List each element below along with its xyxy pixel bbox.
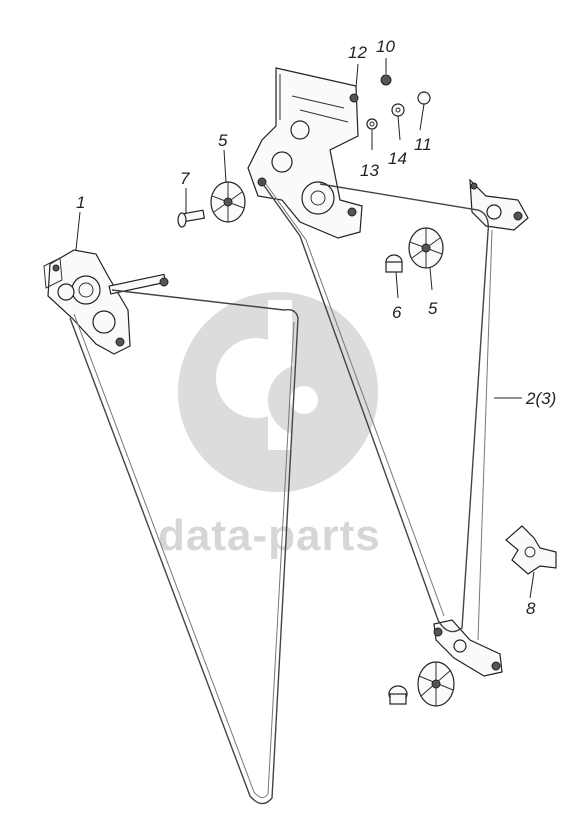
nut-10 <box>380 74 392 86</box>
hardware-set <box>355 58 431 150</box>
bolt-7 <box>177 209 206 228</box>
callout-13: 13 <box>360 161 379 180</box>
callout-10: 10 <box>376 37 395 56</box>
callout-1: 1 <box>76 193 85 212</box>
nut-11 <box>417 91 431 105</box>
upper-right-cable-bracket <box>469 178 529 231</box>
callout-labels: 1 2(3) 5 5 6 7 8 10 11 12 13 14 <box>76 37 556 618</box>
leader-lines <box>75 149 535 599</box>
bushing-lower <box>388 685 408 705</box>
pulley-lower <box>417 661 455 707</box>
bushing-6 <box>385 254 403 273</box>
callout-5-upper-left: 5 <box>218 131 228 150</box>
regulator-drive-assembly <box>43 249 169 355</box>
callout-12: 12 <box>348 43 367 62</box>
callout-11: 11 <box>414 135 432 154</box>
washer-14 <box>391 103 405 117</box>
watermark-logo-inner-right <box>290 386 318 414</box>
watermark-text: data-parts <box>158 511 381 560</box>
cable-outer-left <box>69 289 299 805</box>
callout-6: 6 <box>392 303 402 322</box>
cable-diagonal-b <box>265 183 445 617</box>
callout-14: 14 <box>388 149 407 168</box>
regulator-cables <box>69 179 493 805</box>
mounting-bracket <box>247 67 363 239</box>
callout-2: 2(3) <box>525 389 556 408</box>
washer-14-hole <box>395 107 401 113</box>
callout-8: 8 <box>526 599 536 618</box>
pulley-upper-right <box>408 227 444 269</box>
watermark: data-parts <box>158 292 381 560</box>
washer-13-hole <box>369 121 375 127</box>
cable-outer-left-b <box>73 313 295 798</box>
cable-diagonal <box>259 179 489 633</box>
cable-right-vertical <box>477 229 493 641</box>
lower-right-cable-bracket <box>433 619 503 677</box>
pulley-upper-left <box>210 181 246 223</box>
callout-5-upper-right: 5 <box>428 299 438 318</box>
washer-13 <box>366 118 378 130</box>
wing-clip-8 <box>505 525 557 575</box>
callout-7: 7 <box>180 169 190 188</box>
